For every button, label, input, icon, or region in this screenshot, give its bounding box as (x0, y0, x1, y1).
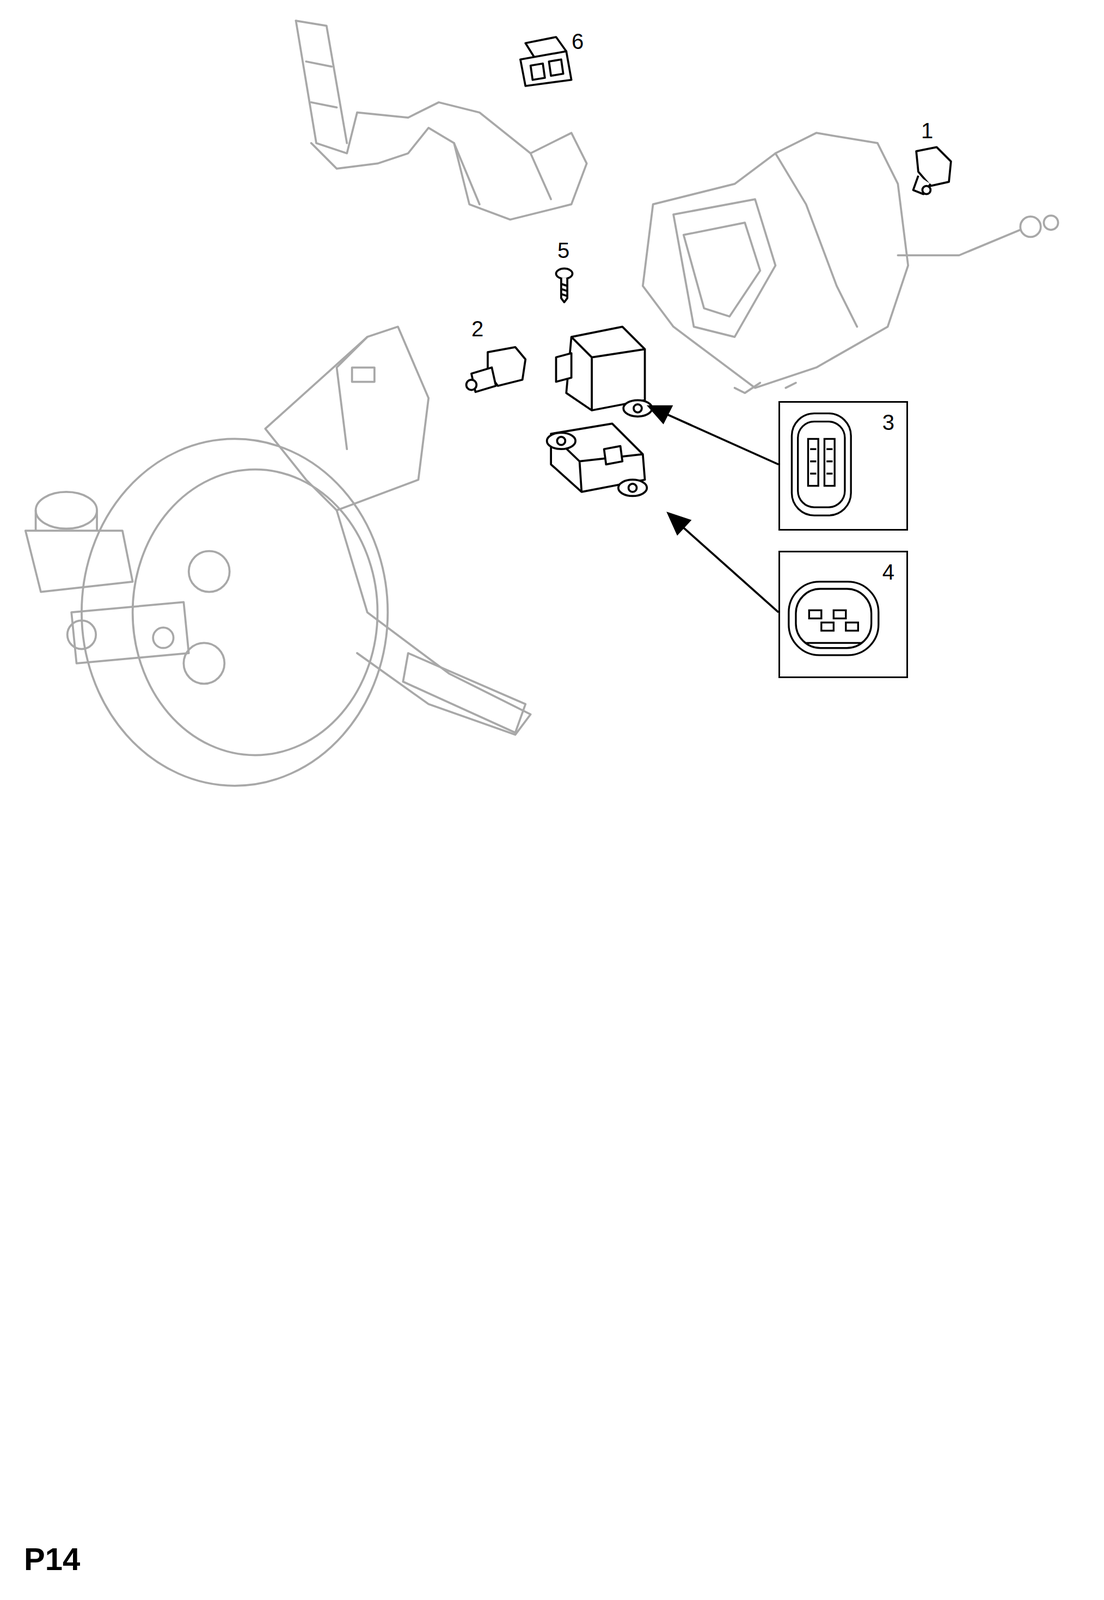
switch-part (913, 146, 952, 194)
switch-part (520, 37, 572, 87)
sensor-module (555, 326, 652, 417)
screw (555, 268, 573, 303)
callout-number: 5 (557, 239, 570, 262)
detail-box: 4 (778, 550, 909, 679)
callout-number: 3 (882, 411, 895, 434)
callout-number: 6 (571, 30, 584, 53)
leader-arrow (648, 406, 779, 613)
callout-number: 1 (921, 119, 934, 142)
master-cylinder (25, 530, 133, 592)
brake-pedal (402, 653, 526, 733)
console-frame (296, 20, 587, 220)
pedal-bracket (265, 326, 429, 511)
connector-view (788, 581, 879, 656)
callout-number: 2 (471, 317, 484, 340)
connector-view (791, 413, 851, 516)
brake-booster (81, 438, 388, 786)
page-code: P14 (23, 1543, 81, 1576)
brake-light-switch (466, 347, 526, 392)
detail-box: 3 (778, 401, 909, 531)
callout-number: 4 (882, 561, 895, 584)
gear-shifter (642, 132, 909, 389)
sensor-module (547, 423, 648, 496)
